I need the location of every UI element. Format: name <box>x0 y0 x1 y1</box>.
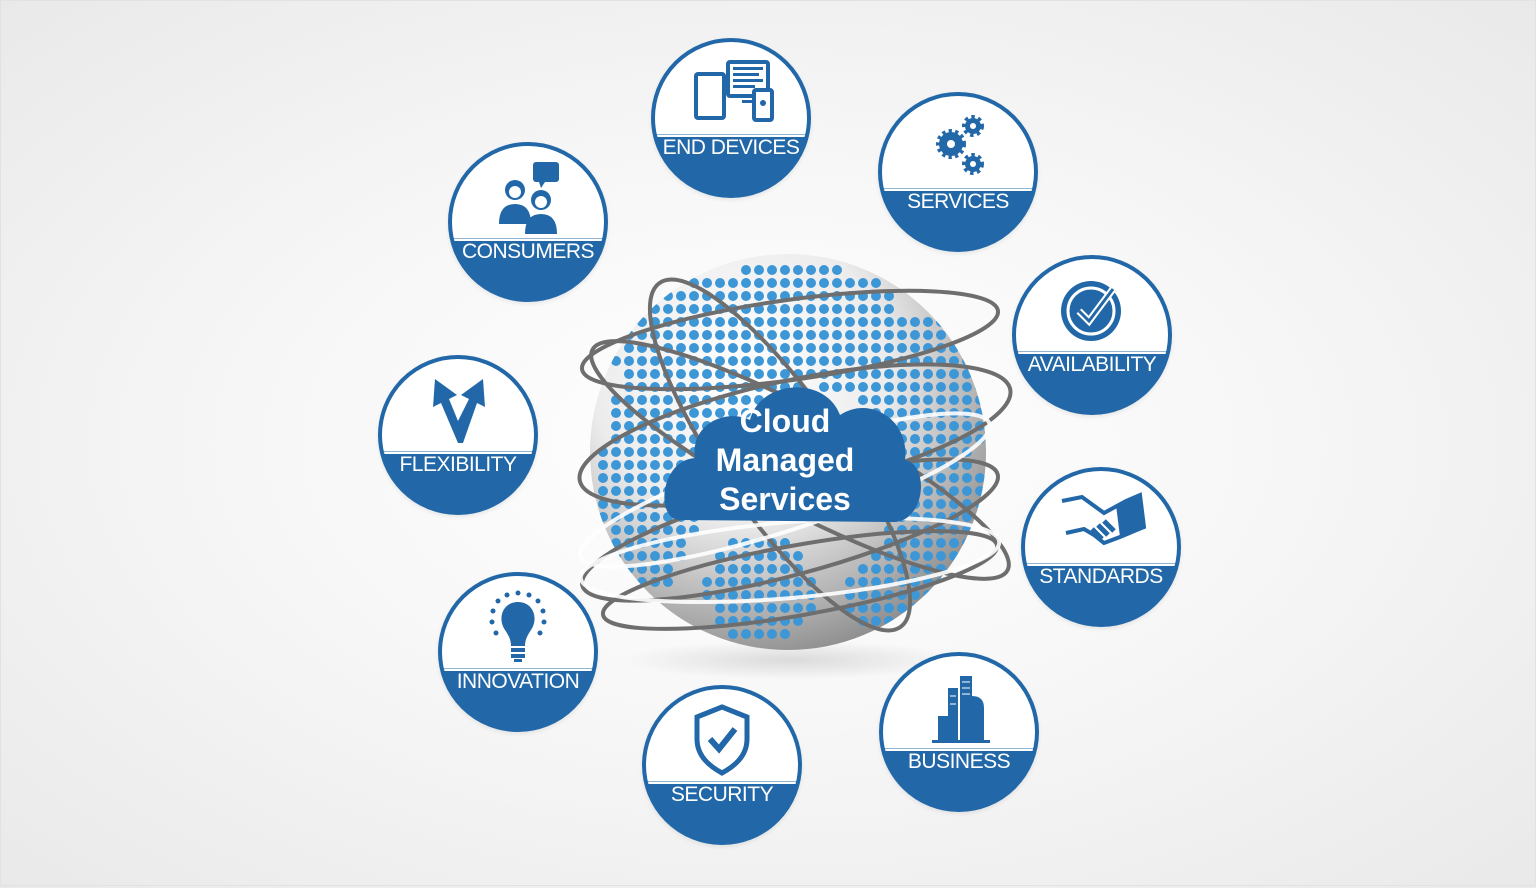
gears-icon <box>936 115 984 175</box>
shield-check-icon <box>694 704 750 776</box>
node-label: SECURITY <box>670 783 774 806</box>
handshake-icon <box>1061 492 1146 546</box>
check-circle-icon <box>1061 281 1121 341</box>
buildings-icon <box>932 676 990 743</box>
center-title-line3: Services <box>719 481 851 517</box>
globe <box>560 230 1020 670</box>
node-label: INNOVATION <box>456 670 580 693</box>
people-chat-icon <box>499 162 559 234</box>
split-arrows-icon <box>433 379 485 443</box>
node-business[interactable]: BUSINESS <box>879 652 1039 812</box>
node-flexibility[interactable]: FLEXIBILITY <box>378 355 538 515</box>
node-label: FLEXIBILITY <box>399 453 517 476</box>
node-label: AVAILABILITY <box>1027 353 1157 376</box>
node-label: CONSUMERS <box>461 240 595 263</box>
center-title-line1: Cloud <box>739 403 831 439</box>
node-services[interactable]: SERVICES <box>878 92 1038 252</box>
node-label: STANDARDS <box>1039 565 1163 588</box>
center-title: Cloud Managed Services <box>680 402 890 519</box>
node-label: BUSINESS <box>907 750 1011 773</box>
node-availability[interactable]: AVAILABILITY <box>1012 255 1172 415</box>
node-label: END DEVICES <box>662 136 800 159</box>
devices-icon <box>694 60 774 122</box>
node-innovation[interactable]: INNOVATION <box>438 572 598 732</box>
node-label: SERVICES <box>907 190 1009 213</box>
center-title-line2: Managed <box>715 442 855 478</box>
node-end-devices[interactable]: END DEVICES <box>651 38 811 198</box>
node-consumers[interactable]: CONSUMERS <box>448 142 608 302</box>
node-security[interactable]: SECURITY <box>642 685 802 845</box>
node-standards[interactable]: STANDARDS <box>1021 467 1181 627</box>
lightbulb-icon <box>489 590 547 662</box>
cloud-shape <box>664 387 922 522</box>
